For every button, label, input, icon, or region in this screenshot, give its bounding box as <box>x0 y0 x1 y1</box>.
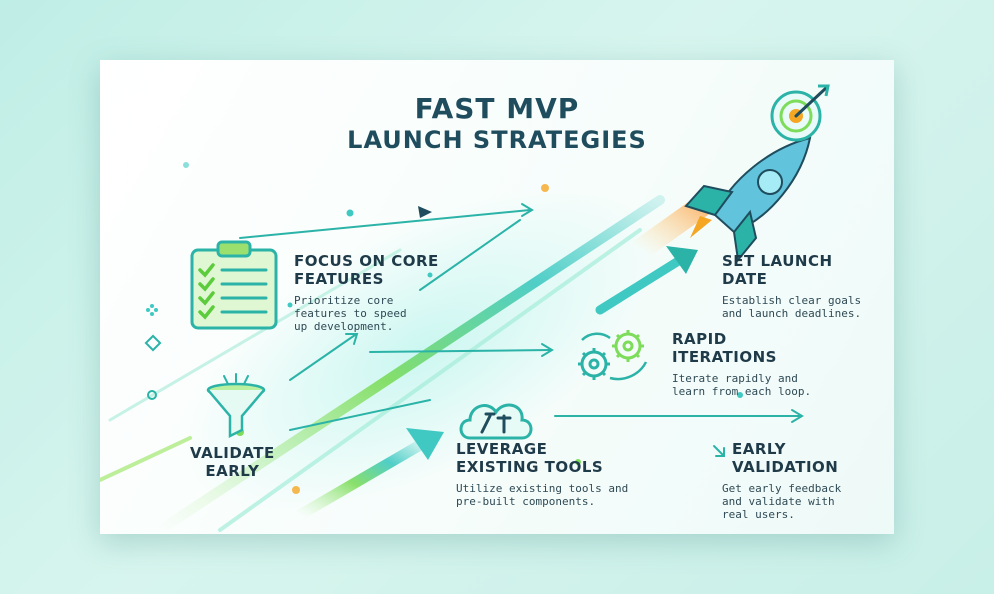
infographic-card: FAST MVP LAUNCH STRATEGIES <box>100 60 894 534</box>
gears-icon <box>578 330 648 381</box>
page-title: FAST MVP <box>414 92 580 125</box>
cloud-tools-icon <box>459 403 533 440</box>
funnel-icon <box>206 373 266 439</box>
page-subtitle: LAUNCH STRATEGIES <box>347 126 647 154</box>
target-icon <box>770 84 830 142</box>
arrow-icon <box>713 445 725 457</box>
clipboard-checklist-icon <box>190 240 278 330</box>
rocket-icon <box>629 136 812 263</box>
